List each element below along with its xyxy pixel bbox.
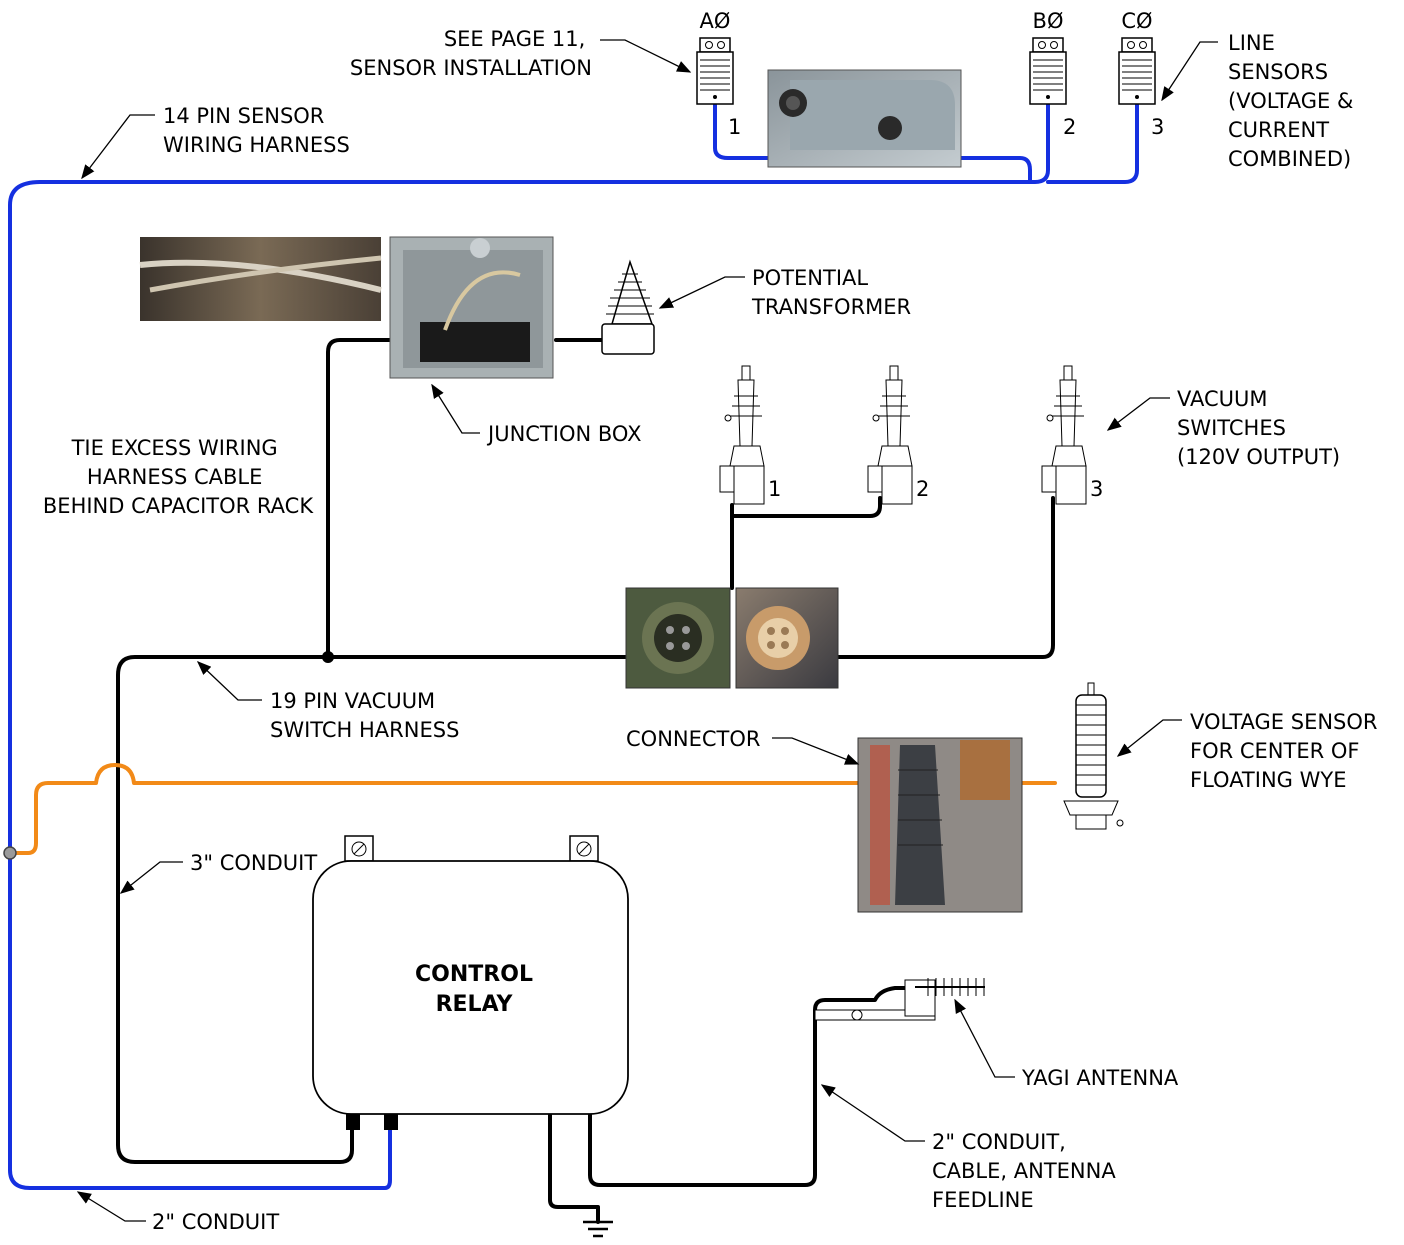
line-sensor-number-1: 1	[728, 115, 741, 139]
phase-c-label: CØ	[1121, 9, 1152, 33]
vacuum-harness-wire	[116, 655, 630, 1164]
yagi-antenna-label: YAGI ANTENNA	[1021, 1066, 1179, 1090]
conduit-3in-label: 3" CONDUIT	[190, 851, 317, 875]
orange-splice-dot	[3, 846, 17, 860]
phase-b-label: BØ	[1033, 9, 1064, 33]
leader-2in-antenna	[820, 1084, 925, 1142]
ground-icon	[583, 1220, 613, 1238]
vacuum-switch-number-1: 1	[768, 477, 781, 501]
vacuum-switch-number-2: 2	[916, 477, 929, 501]
sensor-harness-main	[8, 180, 392, 1190]
junction-box-photo	[389, 236, 554, 379]
sensor-port-icon	[878, 116, 902, 140]
line-sensors-label: LINE SENSORS (VOLTAGE & CURRENT COMBINED…	[1228, 31, 1360, 171]
harness-junction-dot	[322, 651, 334, 663]
vacuum-harness-label: 19 PIN VACUUM SWITCH HARNESS	[270, 689, 459, 742]
leader-see-page	[600, 39, 692, 73]
conduit-2in-label: 2" CONDUIT	[152, 1210, 279, 1234]
switch-2-wire	[730, 496, 882, 518]
sensor-harness-wire	[38, 103, 1050, 184]
leader-junction-box	[431, 383, 480, 434]
leader-connector	[772, 737, 860, 765]
connector-label: CONNECTOR	[626, 727, 761, 751]
yagi-antenna-icon	[814, 978, 985, 1021]
potential-transformer-label: POTENTIAL TRANSFORMER	[751, 266, 911, 319]
leader-sensor-harness	[81, 114, 155, 180]
vacuum-connector-photo	[625, 587, 839, 689]
sensor-wire-3	[1046, 103, 1139, 184]
phase-a-label: AØ	[700, 9, 731, 33]
line-sensor-a	[696, 37, 734, 105]
vacuum-switch-number-3: 3	[1090, 477, 1103, 501]
control-relay-box	[312, 835, 629, 1130]
switch-3-wire	[836, 496, 1055, 659]
conduit-2in-antenna-label: 2" CONDUIT, CABLE, ANTENNA FEEDLINE	[932, 1130, 1122, 1212]
leader-line-sensors	[1161, 41, 1218, 102]
sensor-module-photo	[767, 69, 962, 168]
line-sensor-b	[1029, 37, 1067, 105]
vacuum-switch-2	[867, 365, 913, 505]
junction-box-feed	[326, 338, 394, 659]
cable-photo	[139, 237, 382, 321]
potential-transformer-icon	[601, 259, 655, 355]
see-page-label: SEE PAGE 11, SENSOR INSTALLATION	[350, 27, 592, 80]
ground-wire	[548, 1113, 600, 1224]
leader-pt	[658, 276, 745, 309]
line-sensor-c	[1118, 37, 1156, 105]
junction-box-label: JUNCTION BOX	[486, 422, 641, 446]
tie-excess-label: TIE EXCESS WIRING HARNESS CABLE BEHIND C…	[43, 436, 314, 518]
vacuum-switches-label: VACUUM SWITCHES (120V OUTPUT)	[1177, 387, 1340, 469]
vacuum-switch-1	[719, 365, 765, 505]
leader-3in-conduit	[119, 861, 183, 894]
leader-yagi	[954, 998, 1015, 1078]
voltage-sensor-label: VOLTAGE SENSOR FOR CENTER OF FLOATING WY…	[1190, 710, 1384, 792]
control-relay-title: CONTROL	[415, 962, 533, 987]
leader-vacuum-switches	[1106, 397, 1170, 431]
voltage-sensor-wire	[12, 763, 860, 855]
line-sensor-number-2: 2	[1063, 115, 1076, 139]
antenna-feedline	[588, 986, 917, 1187]
connector-photo	[857, 737, 1023, 913]
sensor-harness-label: 14 PIN SENSOR WIRING HARNESS	[163, 104, 350, 157]
leader-vacuum-harness	[196, 661, 262, 701]
vacuum-switch-3	[1041, 365, 1087, 505]
line-sensor-number-3: 3	[1151, 115, 1164, 139]
leader-2in-conduit	[76, 1191, 146, 1222]
leader-voltage-sensor	[1116, 719, 1182, 757]
voltage-sensor-icon	[1063, 682, 1124, 830]
control-relay-title: RELAY	[436, 992, 514, 1017]
